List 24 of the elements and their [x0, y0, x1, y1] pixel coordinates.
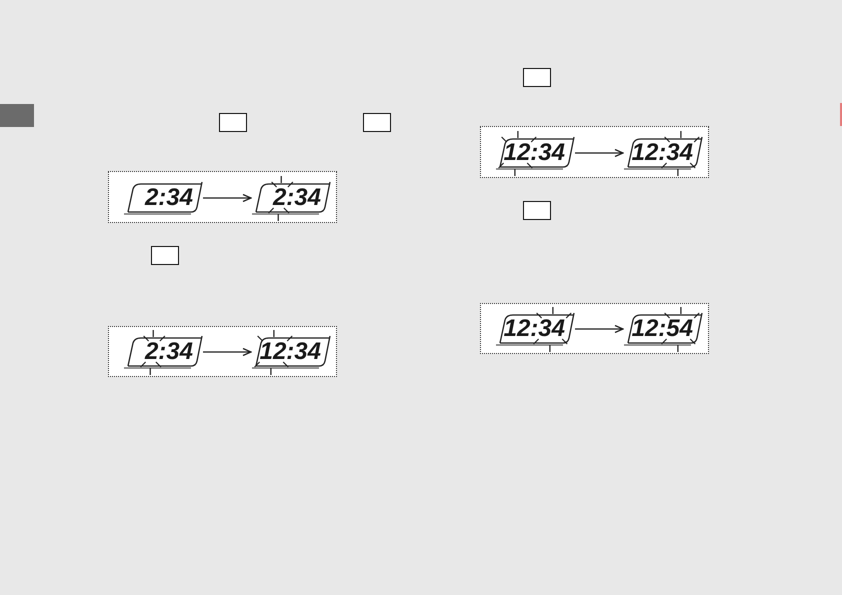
lcd-time: 12:54: [632, 320, 693, 338]
lcd-time: 12:34: [260, 343, 321, 361]
lcd-time: 2:34: [144, 343, 193, 361]
arrow: [203, 194, 252, 202]
arrow: [575, 148, 624, 158]
dotted-frame: [480, 126, 709, 178]
arrow: [575, 324, 624, 334]
dotted-frame: [480, 303, 709, 354]
lcd-display: [495, 136, 575, 170]
lcd-display: [623, 136, 703, 170]
lcd-display: [623, 312, 703, 346]
lcd-time: 12:34: [504, 320, 565, 338]
arrow: [203, 348, 252, 356]
lcd-display: [495, 312, 575, 346]
lcd-display: [123, 335, 203, 369]
lcd-display: [251, 335, 331, 369]
lcd-time: 2:34: [272, 189, 321, 207]
lcd-time: 12:34: [504, 144, 565, 162]
lcd-time: 2:34: [144, 189, 193, 207]
lcd-display: [123, 181, 203, 215]
dotted-frame: [108, 171, 337, 223]
dotted-frame: [108, 326, 337, 377]
lcd-display: [251, 181, 331, 215]
lcd-time: 12:34: [632, 144, 693, 162]
